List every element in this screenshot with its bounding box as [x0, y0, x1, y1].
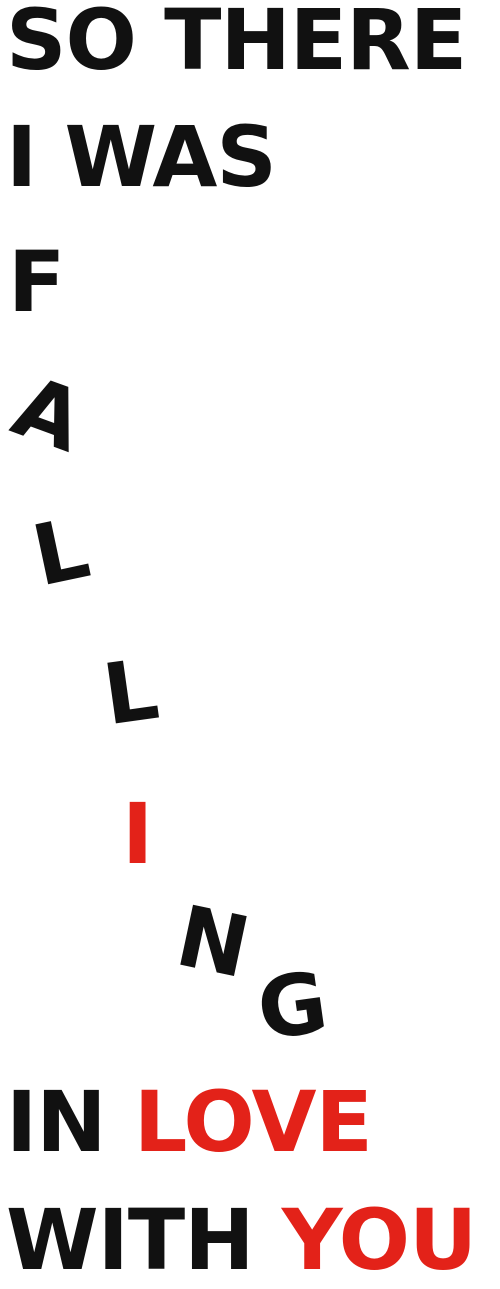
falling-letter-l2: L [97, 639, 165, 745]
line-in-love: IN LOVE [6, 1080, 373, 1164]
falling-letter-l1: L [24, 498, 98, 606]
word-you: YOU [281, 1191, 477, 1289]
line-with-you: WITH YOU [6, 1198, 477, 1282]
falling-letter-g: G [251, 952, 334, 1060]
line-so-there: SO THERE [6, 0, 467, 89]
falling-letter-a: A [1, 356, 96, 472]
line-i-was: I WAS [6, 108, 277, 206]
word-in: IN [6, 1073, 107, 1171]
falling-letter-n: N [168, 886, 258, 998]
word-with: WITH [6, 1191, 255, 1289]
falling-letter-f: F [8, 233, 66, 331]
falling-letter-i: I [122, 785, 154, 883]
word-love: LOVE [133, 1073, 373, 1171]
